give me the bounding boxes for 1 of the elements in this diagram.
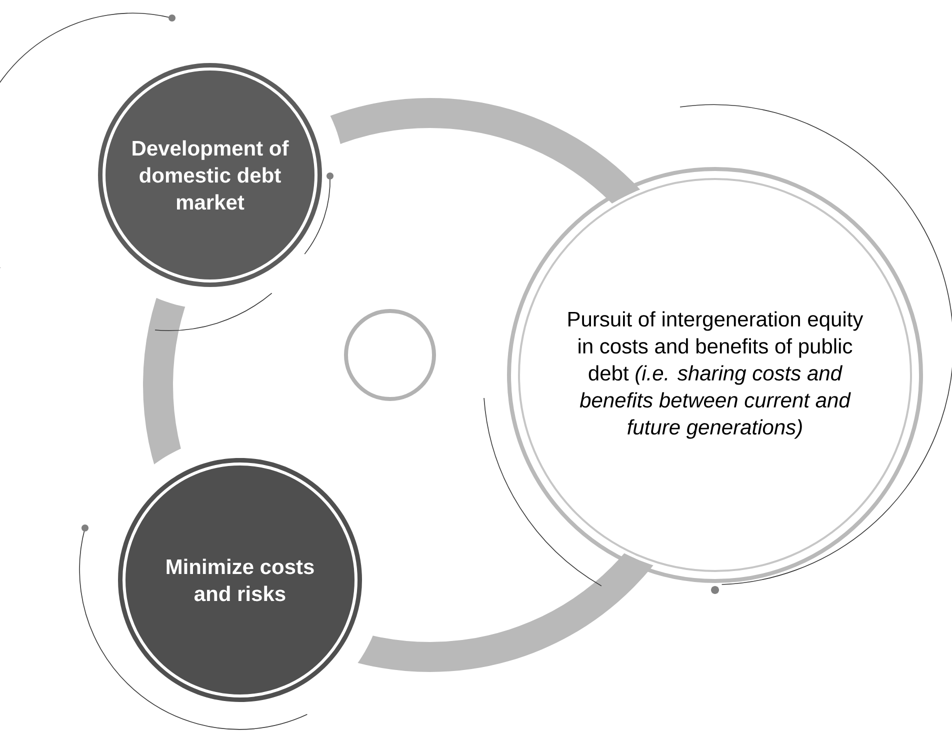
ring-circle bbox=[344, 309, 436, 401]
